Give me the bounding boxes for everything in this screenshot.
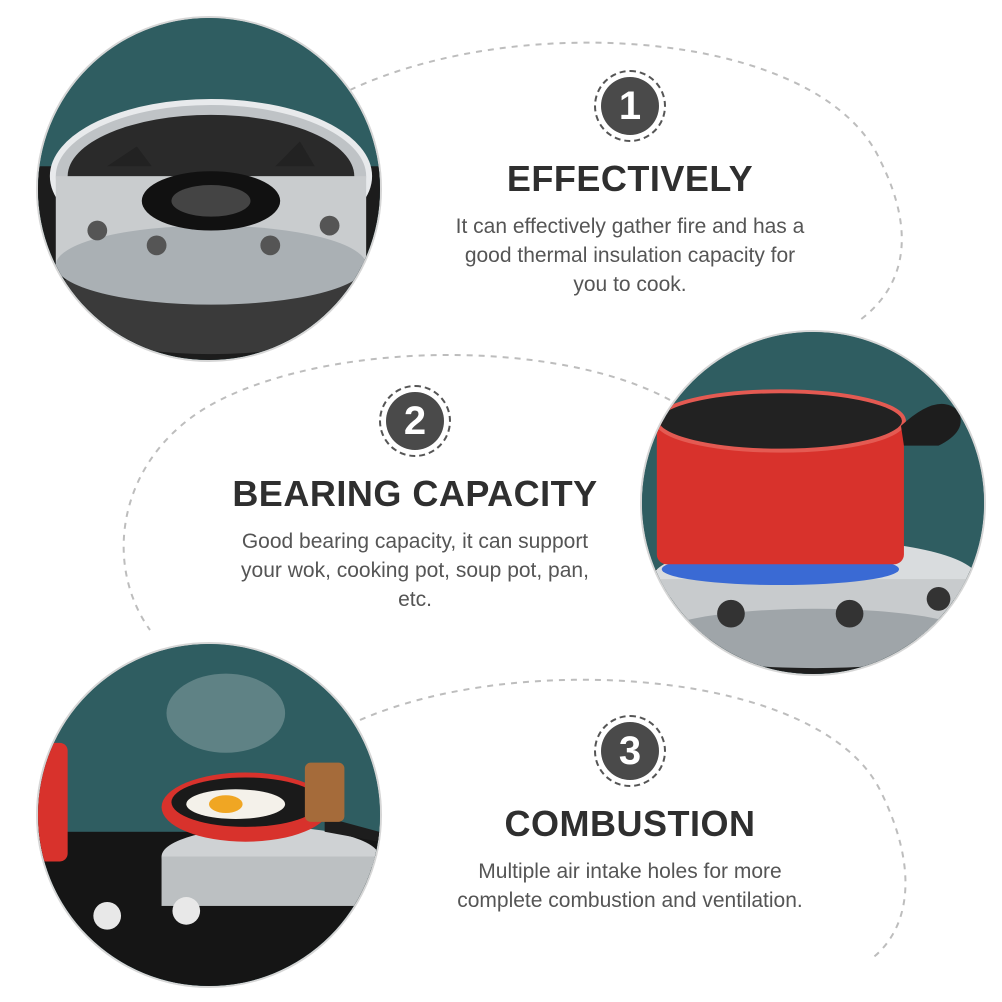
desc-line: Good bearing capacity, it can support: [241, 530, 589, 553]
feature-description: It can effectively gather fire and has a…: [420, 212, 840, 299]
stainless-wind-ring-on-burner-photo: [38, 18, 380, 360]
number-badge-2: 2: [379, 385, 451, 457]
badge-number: 1: [601, 77, 659, 135]
desc-line: complete combustion and ventilation.: [457, 889, 803, 912]
desc-line: etc.: [398, 588, 432, 611]
desc-line: you to cook.: [573, 273, 687, 296]
product-photo-burner-ring: [36, 16, 382, 362]
feature-bearing-capacity: 2 BEARING CAPACITY Good bearing capacity…: [205, 385, 625, 614]
dashed-arc-2: [122, 354, 671, 631]
number-badge-1: 1: [594, 70, 666, 142]
feature-combustion: 3 COMBUSTION Multiple air intake holes f…: [420, 715, 840, 915]
frying-pan-with-egg-photo: [38, 644, 380, 986]
desc-line: your wok, cooking pot, soup pot, pan,: [241, 559, 589, 582]
feature-effectively: 1 EFFECTIVELY It can effectively gather …: [420, 70, 840, 299]
desc-line: good thermal insulation capacity for: [464, 244, 796, 267]
number-badge-3: 3: [594, 715, 666, 787]
product-photo-red-pot: [640, 330, 986, 676]
desc-line: It can effectively gather fire and has a: [455, 215, 805, 238]
badge-number: 2: [386, 392, 444, 450]
desc-line: Multiple air intake holes for more: [478, 860, 782, 883]
feature-title: COMBUSTION: [504, 803, 756, 844]
badge-number: 3: [601, 722, 659, 780]
feature-description: Multiple air intake holes for more compl…: [420, 857, 840, 915]
feature-description: Good bearing capacity, it can support yo…: [205, 527, 625, 614]
feature-title: EFFECTIVELY: [506, 158, 754, 199]
feature-title: BEARING CAPACITY: [232, 473, 598, 514]
red-pot-on-wind-ring-photo: [642, 332, 984, 674]
dashed-arc-3: [359, 678, 907, 961]
product-photo-frying-pan: [36, 642, 382, 988]
dashed-arc-1: [349, 41, 903, 321]
